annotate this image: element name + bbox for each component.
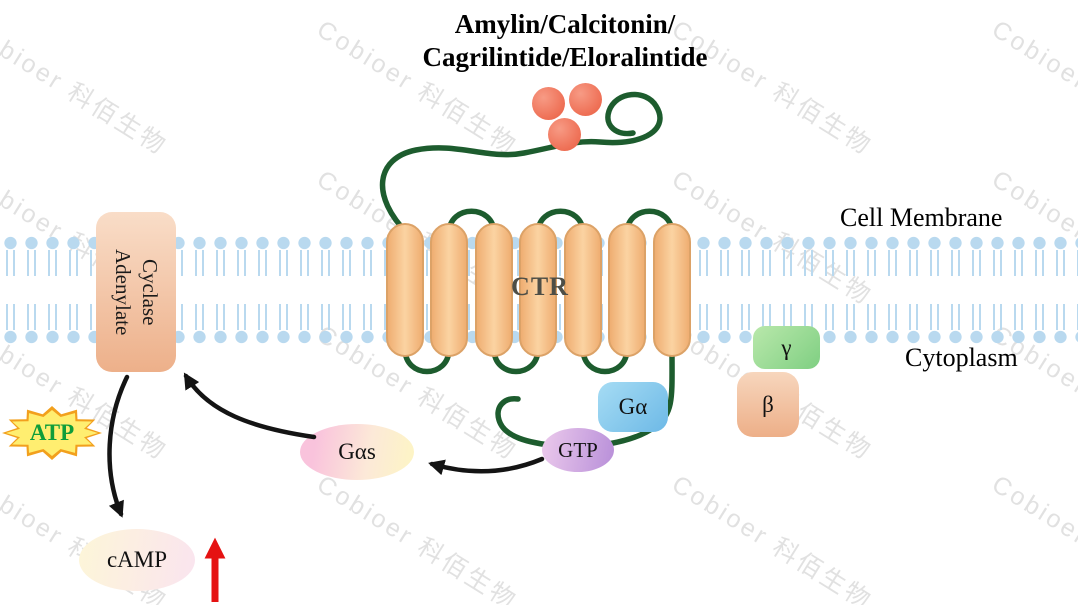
beta-label: β bbox=[762, 391, 774, 417]
receptor-helix-6 bbox=[608, 223, 646, 357]
g-alpha-subunit: Gα bbox=[598, 382, 668, 432]
gtp-molecule: GTP bbox=[542, 428, 614, 472]
gamma-label: γ bbox=[781, 334, 792, 360]
cytoplasm-label: Cytoplasm bbox=[905, 343, 1018, 372]
receptor-helix-1 bbox=[386, 223, 424, 357]
g-alpha-label: Gα bbox=[618, 394, 648, 419]
camp-label: cAMP bbox=[106, 547, 168, 572]
receptor-helix-5 bbox=[564, 223, 602, 357]
g-alpha-s-label: Gαs bbox=[338, 439, 376, 464]
beta-subunit: β bbox=[737, 372, 799, 437]
camp-molecule: cAMP bbox=[79, 529, 195, 591]
receptor-helix-3 bbox=[475, 223, 513, 357]
ligand-circle-3 bbox=[548, 118, 581, 151]
ligand-circle-2 bbox=[569, 83, 602, 116]
atp-label: ATP bbox=[29, 420, 75, 445]
ligand-circle-1 bbox=[532, 87, 565, 120]
gtp-label: GTP bbox=[558, 437, 598, 462]
ligand-title-line2: Cagrilintide/Eloralintide bbox=[422, 42, 708, 72]
cell-membrane-label: Cell Membrane bbox=[840, 203, 1003, 232]
gamma-subunit: γ bbox=[753, 326, 820, 369]
ligand-title: Amylin/Calcitonin/ Cagrilintide/Eloralin… bbox=[330, 8, 800, 74]
receptor-helix-7 bbox=[653, 223, 691, 357]
atp-starburst: ATP bbox=[2, 406, 102, 460]
receptor-helix-2 bbox=[430, 223, 468, 357]
receptor-label: CTR bbox=[511, 272, 569, 301]
g-alpha-s-subunit: Gαs bbox=[300, 424, 414, 480]
ligand-title-line1: Amylin/Calcitonin/ bbox=[454, 9, 676, 39]
